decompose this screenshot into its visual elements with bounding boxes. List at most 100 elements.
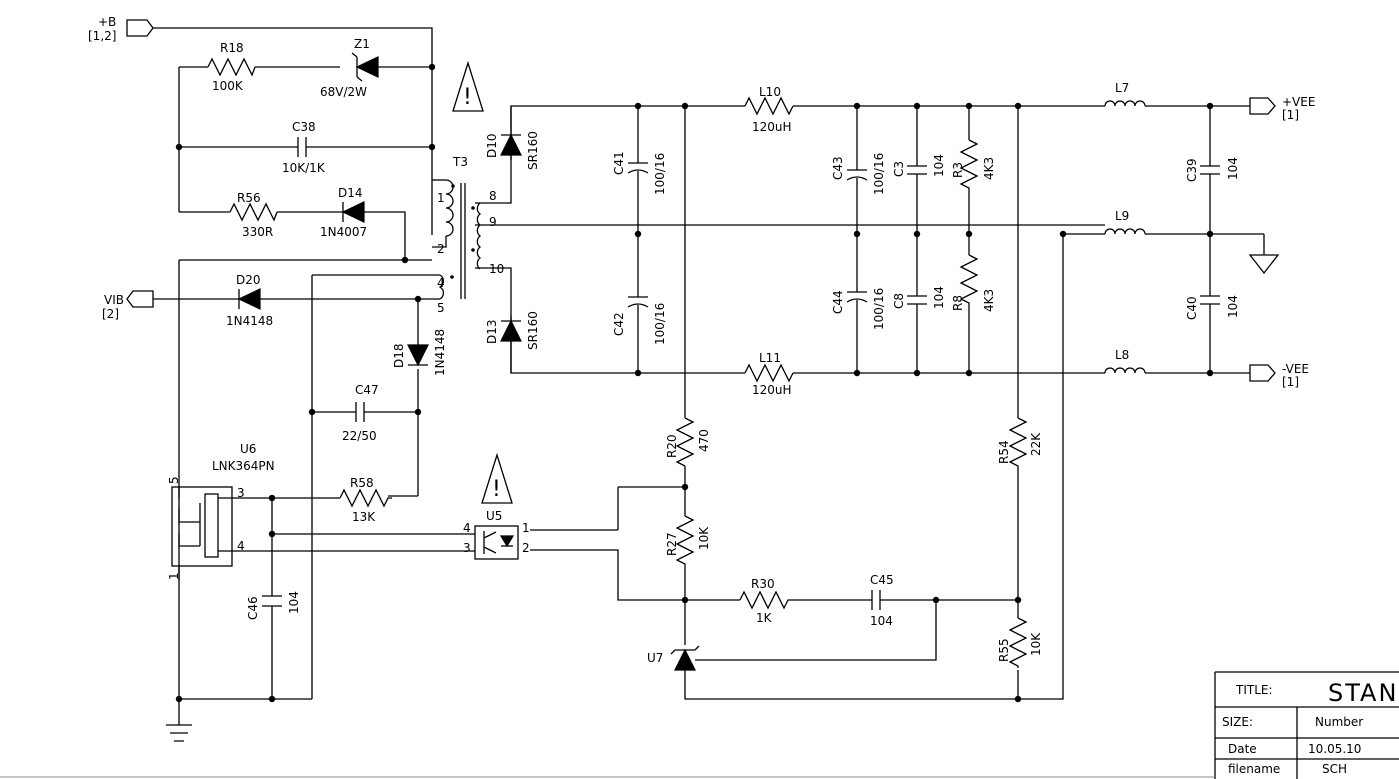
r18-ref: R18 bbox=[220, 41, 244, 55]
svg-text:2: 2 bbox=[522, 541, 530, 555]
title-block: TITLE: STANI SIZE: Number Date 10.05.10 … bbox=[1214, 671, 1399, 779]
r54-ref: R54 bbox=[997, 440, 1011, 464]
inductor-l9: L9 bbox=[1104, 209, 1146, 235]
capacitor-c44: C44 100/16 bbox=[831, 288, 886, 330]
u7-ref: U7 bbox=[647, 651, 663, 665]
r8-value: 4K3 bbox=[982, 289, 996, 312]
resistor-r3: R3 4K3 bbox=[951, 139, 996, 190]
c39-value: 104 bbox=[1226, 157, 1240, 180]
inductor-l7: L7 bbox=[1104, 81, 1146, 107]
svg-text:3: 3 bbox=[237, 486, 245, 500]
d20-ref: D20 bbox=[236, 273, 261, 287]
capacitor-c45: C45 104 bbox=[870, 573, 894, 628]
port-vee-plus-label: +VEE bbox=[1282, 95, 1315, 109]
inductor-l8: L8 bbox=[1104, 348, 1146, 374]
c47-value: 22/50 bbox=[342, 429, 377, 443]
z1-value: 68V/2W bbox=[320, 85, 367, 99]
size-label: SIZE: bbox=[1222, 715, 1253, 729]
c46-value: 104 bbox=[287, 591, 301, 614]
capacitor-c39: C39 104 bbox=[1185, 157, 1240, 182]
svg-text:4: 4 bbox=[463, 521, 471, 535]
title-value: STANI bbox=[1328, 679, 1399, 707]
svg-text:4: 4 bbox=[437, 276, 445, 290]
date-label: Date bbox=[1228, 742, 1257, 756]
port-b-plus-label: +B bbox=[98, 15, 116, 29]
capacitor-c38: C38 10K/1K bbox=[282, 120, 326, 175]
l7-ref: L7 bbox=[1115, 81, 1129, 95]
r55-value: 10K bbox=[1029, 632, 1043, 656]
size-value: Number bbox=[1315, 715, 1363, 729]
c3-ref: C3 bbox=[892, 161, 906, 177]
l9-ref: L9 bbox=[1115, 209, 1129, 223]
diode-d10: D10 SR160 bbox=[485, 106, 540, 170]
svg-text:1: 1 bbox=[167, 572, 181, 580]
d14-value: 1N4007 bbox=[320, 225, 367, 239]
svg-text:!: ! bbox=[463, 85, 472, 110]
l11-value: 120uH bbox=[752, 383, 792, 397]
l8-ref: L8 bbox=[1115, 348, 1129, 362]
resistor-r54: R54 22K bbox=[997, 417, 1043, 468]
svg-text:10: 10 bbox=[489, 262, 504, 276]
c8-ref: C8 bbox=[892, 293, 906, 309]
c45-ref: C45 bbox=[870, 573, 894, 587]
capacitor-c46: C46 104 bbox=[246, 591, 301, 620]
d14-ref: D14 bbox=[338, 186, 363, 200]
ground-symbol-right bbox=[1248, 254, 1280, 275]
svg-text:1: 1 bbox=[437, 191, 445, 205]
svg-text:5: 5 bbox=[167, 476, 181, 484]
capacitor-c3: C3 104 bbox=[892, 154, 946, 177]
c45-value: 104 bbox=[870, 614, 893, 628]
port-vee-minus-label: -VEE bbox=[1282, 362, 1309, 376]
svg-text:!: ! bbox=[492, 477, 501, 502]
port-vee-plus: +VEE [1] bbox=[1249, 95, 1315, 122]
d20-value: 1N4148 bbox=[226, 314, 273, 328]
d13-ref: D13 bbox=[485, 319, 499, 344]
port-vee-minus: -VEE [1] bbox=[1249, 362, 1309, 389]
r30-value: 1K bbox=[756, 611, 773, 625]
date-value: 10.05.10 bbox=[1308, 742, 1361, 756]
r18-value: 100K bbox=[212, 79, 244, 93]
d18-value: 1N4148 bbox=[433, 329, 447, 376]
capacitor-c8: C8 104 bbox=[892, 286, 946, 309]
c43-ref: C43 bbox=[831, 156, 845, 180]
wires bbox=[153, 27, 1265, 725]
r3-value: 4K3 bbox=[982, 157, 996, 180]
c47-ref: C47 bbox=[355, 383, 379, 397]
r27-value: 10K bbox=[697, 526, 711, 550]
r58-value: 13K bbox=[352, 510, 376, 524]
t3-ref: T3 bbox=[452, 155, 468, 169]
c44-ref: C44 bbox=[831, 290, 845, 314]
r58-ref: R58 bbox=[350, 476, 374, 490]
c43-value: 100/16 bbox=[872, 153, 886, 195]
filename-value: SCH bbox=[1322, 762, 1347, 776]
c40-value: 104 bbox=[1226, 295, 1240, 318]
d18-ref: D18 bbox=[392, 343, 406, 368]
warning-icon: ! bbox=[452, 60, 484, 112]
r30-ref: R30 bbox=[751, 577, 775, 591]
r54-value: 22K bbox=[1029, 432, 1043, 456]
warning-icon: ! bbox=[481, 452, 513, 504]
capacitor-c42: C42 100/16 bbox=[612, 296, 667, 345]
resistor-r8: R8 4K3 bbox=[951, 254, 996, 312]
resistor-r18: R18 100K bbox=[207, 41, 256, 93]
c42-value: 100/16 bbox=[653, 303, 667, 345]
u6-value: LNK364PN bbox=[212, 459, 275, 473]
resistor-r30: R30 1K bbox=[739, 577, 790, 625]
c46-ref: C46 bbox=[246, 596, 260, 620]
inductor-l10: L10 120uH bbox=[744, 85, 794, 134]
capacitor-c41: C41 100/16 bbox=[612, 151, 667, 195]
diode-d13: D13 SR160 bbox=[485, 311, 540, 373]
l10-value: 120uH bbox=[752, 120, 792, 134]
resistor-r27: R27 10K bbox=[665, 515, 711, 565]
diode-d14: D14 1N4007 bbox=[320, 186, 367, 239]
r55-ref: R55 bbox=[997, 638, 1011, 662]
port-vee-plus-ref: [1] bbox=[1282, 108, 1299, 122]
optocoupler-u5: U5 4 3 1 2 bbox=[463, 509, 530, 560]
c41-value: 100/16 bbox=[653, 153, 667, 195]
port-vib-label: VIB bbox=[104, 293, 124, 307]
resistor-r20: R20 470 bbox=[665, 417, 711, 467]
d10-ref: D10 bbox=[485, 133, 499, 158]
transformer-t3: T3 1 2 4 5 8 9 10 bbox=[432, 155, 504, 315]
c38-value: 10K/1K bbox=[282, 161, 326, 175]
regulator-u7: U7 bbox=[647, 645, 700, 671]
